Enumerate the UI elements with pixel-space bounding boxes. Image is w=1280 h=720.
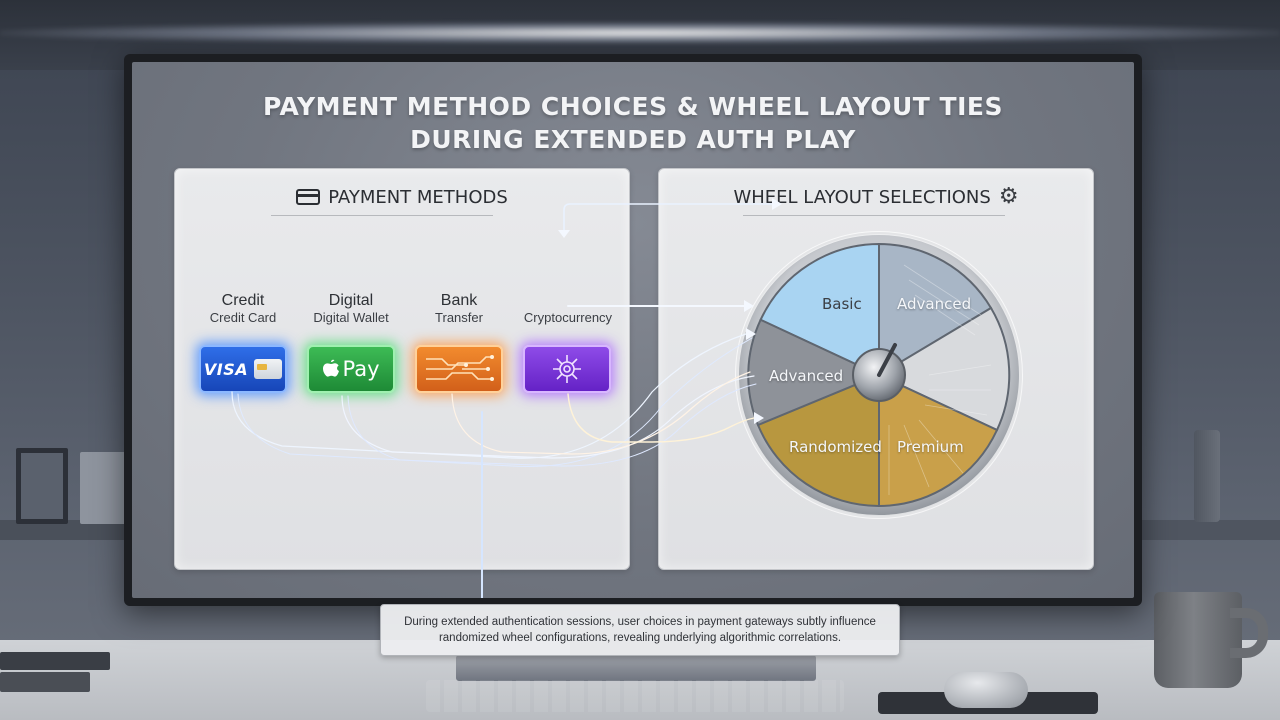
wheel-layout-panel: WHEEL LAYOUT SELECTIONS ⚙: [658, 168, 1094, 570]
shelf-left: [0, 520, 130, 540]
header-divider: [743, 215, 1005, 216]
lamp: [1194, 430, 1220, 522]
segment-texture: [888, 264, 992, 495]
label-basic: Basic: [822, 295, 862, 313]
caption-line2: randomized wheel configurations, reveali…: [438, 632, 842, 644]
shelf-box: [80, 452, 126, 524]
title-line-2: DURING EXTENDED AUTH PLAY: [410, 125, 856, 154]
layout-wheel[interactable]: [729, 225, 1029, 525]
monitor-stand-base: [456, 655, 816, 681]
book: [0, 672, 90, 692]
circuit-icon: [426, 355, 494, 381]
credit-label-line1: Credit: [221, 292, 265, 309]
crypto-label-line2: Cryptocurrency: [523, 310, 613, 325]
digital-label-line2: Digital Wallet: [313, 310, 389, 325]
caption-box: During extended authentication sessions,…: [380, 604, 900, 656]
label-premium: Premium: [897, 438, 964, 456]
visa-card-tile[interactable]: VISA: [199, 345, 287, 393]
wheel-pointer: [877, 343, 897, 377]
card-chip-icon: [254, 359, 283, 379]
label-advanced-top: Advanced: [897, 295, 972, 313]
payment-methods-panel: PAYMENT METHODS Credit Credit Card Digit…: [174, 168, 630, 570]
pay-logo-text: Pay: [342, 357, 380, 381]
bank-label-line2: Transfer: [435, 310, 483, 325]
crypto-network-icon: [553, 355, 581, 383]
payment-methods-header: PAYMENT METHODS: [175, 183, 629, 211]
label-advanced-left: Advanced: [769, 367, 844, 385]
segment-basic[interactable]: [759, 242, 880, 377]
picture-frame: [16, 448, 68, 524]
digital-label-line1: Digital: [328, 292, 374, 309]
wheel-layout-title: WHEEL LAYOUT SELECTIONS: [733, 186, 991, 208]
shelf-right: [1140, 520, 1280, 540]
segment-premium[interactable]: [878, 373, 999, 508]
gear-icon[interactable]: ⚙: [998, 184, 1019, 209]
wheel-layout-header: WHEEL LAYOUT SELECTIONS ⚙: [659, 183, 1093, 211]
mug-handle: [1230, 608, 1268, 658]
payment-methods-title: PAYMENT METHODS: [328, 186, 508, 208]
bank-label-line1: Bank: [440, 292, 478, 309]
label-randomized: Randomized: [789, 438, 882, 456]
header-divider: [271, 215, 493, 216]
books: [0, 652, 110, 698]
page-title: PAYMENT METHOD CHOICES & WHEEL LAYOUT TI…: [132, 90, 1134, 156]
bank-transfer-tile[interactable]: [415, 345, 503, 393]
keyboard[interactable]: [426, 680, 844, 712]
credit-card-icon: [296, 189, 321, 205]
caption-line1: During extended authentication sessions,…: [404, 616, 876, 628]
book: [0, 652, 110, 670]
segment-randomized[interactable]: [756, 373, 880, 508]
mouse[interactable]: [944, 672, 1028, 708]
apple-icon: [323, 359, 340, 377]
coffee-mug: [1154, 592, 1242, 688]
visa-logo: VISA: [203, 359, 249, 379]
crypto-label: Cryptocurrency: [513, 310, 623, 326]
title-line-1: PAYMENT METHOD CHOICES & WHEEL LAYOUT TI…: [263, 92, 1003, 121]
monitor: PAYMENT METHOD CHOICES & WHEEL LAYOUT TI…: [124, 54, 1142, 606]
digital-label: Digital Digital Wallet: [301, 291, 401, 326]
segment-blank[interactable]: [876, 306, 1011, 432]
screen: PAYMENT METHOD CHOICES & WHEEL LAYOUT TI…: [132, 62, 1134, 598]
digital-wallet-tile[interactable]: Pay: [307, 345, 395, 393]
segment-advanced-top[interactable]: [878, 242, 993, 377]
credit-label: Credit Credit Card: [199, 291, 287, 326]
bank-label: Bank Transfer: [415, 291, 503, 326]
cryptocurrency-tile[interactable]: [523, 345, 611, 393]
credit-label-line2: Credit Card: [209, 310, 277, 325]
